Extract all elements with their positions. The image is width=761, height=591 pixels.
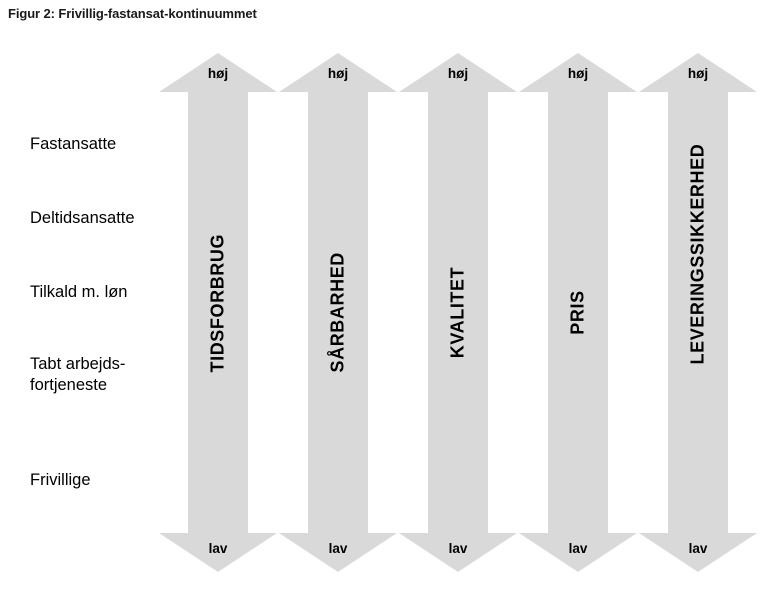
arrow-column: høj lav KVALITET (398, 50, 518, 575)
arrow-bottom-label: lav (208, 541, 228, 556)
arrow-axis-title: TIDSFORBRUG (207, 233, 228, 373)
arrow-top-label: høj (327, 66, 349, 81)
category-label: Tabt arbejds- fortjeneste (30, 355, 126, 394)
double-headed-arrow-icon (399, 53, 517, 572)
category-label: Tilkald m. løn (30, 283, 128, 301)
figure-caption: Figur 2: Frivillig-fastansat-kontinuumme… (8, 6, 257, 21)
arrow-column: høj lav SÅRBARHED (278, 50, 398, 575)
arrow-bottom-label: lav (328, 541, 348, 556)
double-headed-arrow-icon (279, 53, 397, 572)
arrow-bottom-label: lav (448, 541, 468, 556)
arrow-bottom-label: lav (688, 541, 708, 556)
arrow-top-label: høj (207, 66, 229, 81)
arrow-top-label: høj (567, 66, 589, 81)
arrow-column: høj lav PRIS (518, 50, 638, 575)
arrow-top-label: høj (687, 66, 709, 81)
category-label: Frivillige (30, 471, 91, 489)
double-headed-arrow-icon (519, 53, 637, 572)
arrow-top-label: høj (447, 66, 469, 81)
arrow-bottom-label: lav (568, 541, 588, 556)
double-headed-arrow-icon (159, 53, 277, 572)
category-label: Fastansatte (30, 135, 117, 153)
arrow-column: høj lav TIDSFORBRUG (158, 50, 278, 575)
arrow-column: høj lav LEVERINGSSIKKERHED (638, 50, 758, 575)
arrow-axis-title: KVALITET (447, 266, 468, 359)
arrow-axis-title: PRIS (567, 290, 588, 335)
arrow-axis-title: SÅRBARHED (327, 252, 348, 373)
category-label: Deltidsansatte (30, 209, 135, 227)
double-headed-arrow-icon (639, 53, 757, 572)
arrow-axis-title: LEVERINGSSIKKERHED (687, 143, 708, 365)
